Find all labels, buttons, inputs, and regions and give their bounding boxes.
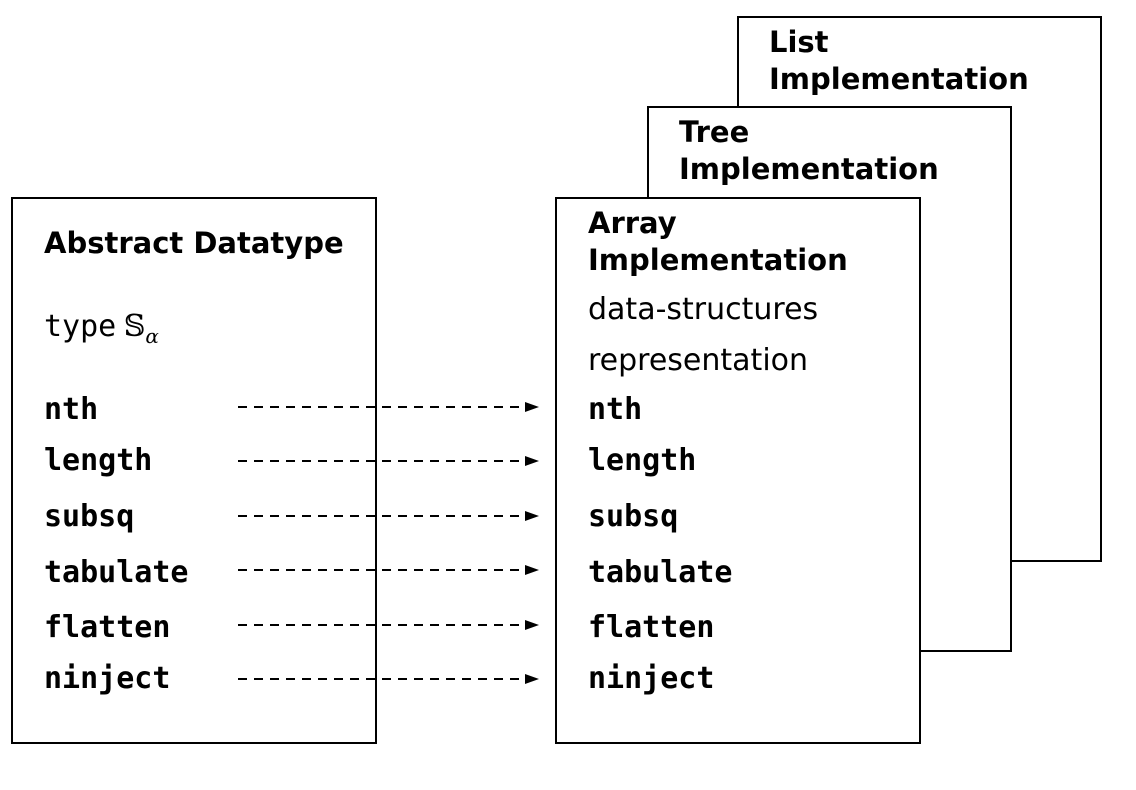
type-subscript: α xyxy=(145,324,159,348)
tree-implementation-title-line1: Tree xyxy=(679,115,750,149)
array-implementation-title-line2: Implementation xyxy=(588,243,848,277)
tree-implementation-title-line2: Implementation xyxy=(679,152,939,186)
abstract-datatype-title: Abstract Datatype xyxy=(44,226,344,260)
array-op-nth: nth xyxy=(588,392,643,427)
array-op-ninject: ninject xyxy=(588,661,715,696)
array-implementation-title-line1: Array xyxy=(588,206,677,240)
abstract-op-subsq: subsq xyxy=(44,499,135,534)
list-implementation-title-line1: List xyxy=(769,25,829,59)
abstract-op-flatten: flatten xyxy=(44,610,171,645)
list-implementation-title-line2: Implementation xyxy=(769,62,1029,96)
abstract-datatype-box: Abstract Datatype type 𝕊α nth length sub… xyxy=(11,197,377,744)
array-representation-text: representation xyxy=(588,343,809,378)
array-implementation-box: Array Implementation data-structures rep… xyxy=(555,197,921,744)
type-symbol: 𝕊 xyxy=(123,309,146,344)
abstract-op-tabulate: tabulate xyxy=(44,555,189,590)
abstract-type-declaration: type 𝕊α xyxy=(44,309,159,354)
array-op-subsq: subsq xyxy=(588,499,679,534)
array-data-structures-text: data-structures xyxy=(588,292,819,327)
array-op-flatten: flatten xyxy=(588,610,715,645)
array-op-length: length xyxy=(588,443,697,478)
array-op-tabulate: tabulate xyxy=(588,555,733,590)
abstract-op-ninject: ninject xyxy=(44,661,171,696)
abstract-op-nth: nth xyxy=(44,392,99,427)
type-keyword: type xyxy=(44,309,117,344)
abstract-op-length: length xyxy=(44,443,153,478)
